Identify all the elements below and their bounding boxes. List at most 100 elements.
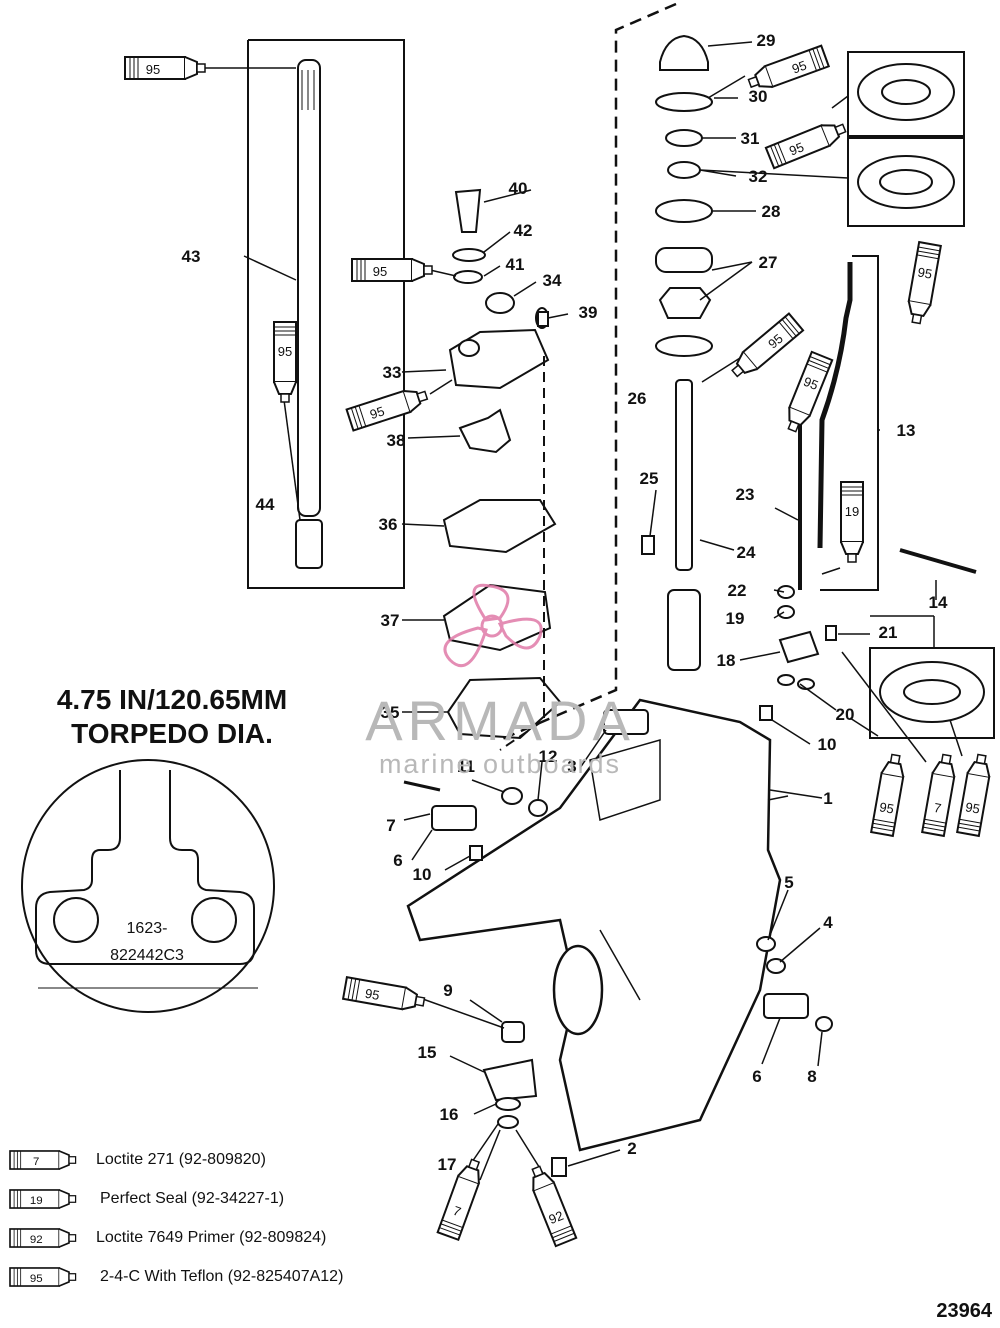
legend-tube-icon: 7	[9, 1150, 77, 1170]
callout-15: 15	[418, 1043, 437, 1062]
legend-item: Loctite 7649 Primer (92-809824)	[80, 1226, 326, 1250]
sealant-tube-icon: 92	[524, 1162, 578, 1248]
tube-label: 7	[451, 1203, 463, 1220]
legend-text: Loctite 7649 Primer (92-809824)	[96, 1229, 327, 1246]
bearing-inset-top	[847, 51, 965, 227]
callout-6b: 6	[752, 1067, 761, 1086]
sealant-tube-icon: 95	[956, 752, 994, 837]
callout-13: 13	[897, 421, 916, 440]
legend-item: 2-4-C With Teflon (92-825407A12)	[84, 1265, 343, 1289]
callout-9: 9	[443, 981, 452, 1000]
figure-number: 23964	[936, 1300, 992, 1322]
tube-label: 95	[964, 799, 981, 816]
watermark: ARMADA marine outboards	[350, 692, 650, 779]
callout-4: 4	[823, 913, 833, 932]
legend-text: Perfect Seal (92-34227-1)	[100, 1190, 285, 1207]
callout-24: 24	[737, 543, 756, 562]
callout-11: 11	[457, 757, 475, 776]
legend-text: 2-4-C With Teflon (92-825407A12)	[100, 1268, 344, 1285]
sealant-tube-icon: 95	[745, 44, 830, 95]
sealant-tube-icon: 95	[780, 350, 834, 436]
callout-34: 34	[543, 271, 562, 290]
sealant-tube-icon: 95	[870, 752, 908, 837]
callout-5: 5	[784, 873, 793, 892]
tube-label: 95	[801, 374, 820, 393]
legend-tube-icon: 92	[9, 1228, 77, 1248]
callout-43: 43	[182, 247, 201, 266]
sealant-tube-icon: 95	[351, 258, 433, 282]
callout-26: 26	[628, 389, 647, 408]
callout-28: 28	[762, 202, 781, 221]
torpedo-diameter-title: 4.75 IN/120.65MM TORPEDO DIA.	[22, 683, 322, 751]
svg-text:19: 19	[30, 1195, 43, 1207]
callout-35: 35	[381, 703, 400, 722]
sealant-tube-icon: 95	[726, 312, 805, 383]
svg-text:7: 7	[33, 1156, 39, 1168]
legend-tube-icon: 95	[9, 1267, 77, 1287]
sealant-tube-icon: 7	[921, 752, 959, 837]
tube-label: 95	[878, 799, 895, 816]
callout-6a: 6	[393, 851, 402, 870]
callout-10b: 10	[818, 735, 837, 754]
sealant-tube-icon: 95	[764, 116, 850, 170]
callout-numbers: 1 2 3 4 5 6 6 7 8 9 10 10 11 12 13 14 15…	[182, 31, 948, 1174]
tube-label: 95	[787, 139, 806, 158]
callout-16: 16	[440, 1105, 459, 1124]
bearing-inset-bottom	[869, 647, 995, 739]
gear-housing	[406, 698, 782, 1152]
callout-17: 17	[438, 1155, 457, 1174]
tube-label: 95	[916, 264, 933, 281]
small-parts	[403, 311, 977, 1177]
callout-38: 38	[387, 431, 406, 450]
pinion-shaft-parts	[641, 34, 713, 671]
leader-lines	[243, 41, 937, 1167]
callout-29: 29	[757, 31, 776, 50]
plate-text-line1: 1623-	[127, 920, 168, 937]
callout-2: 2	[627, 1139, 636, 1158]
sealant-tube-icon: 7	[436, 1156, 487, 1241]
sealant-tube-icon: 19	[840, 481, 864, 563]
tube-label: 7	[933, 800, 943, 816]
callout-40: 40	[509, 179, 528, 198]
legend-tube-icon: 19	[9, 1189, 77, 1209]
tube-label: 19	[845, 504, 859, 519]
title-line-2: TORPEDO DIA.	[71, 718, 273, 749]
callout-44: 44	[256, 495, 275, 514]
callout-32: 32	[749, 167, 768, 186]
callout-41: 41	[506, 255, 525, 274]
callout-3: 3	[567, 757, 576, 776]
legend-item: Loctite 271 (92-809820)	[80, 1148, 266, 1172]
sealant-tube-icon: 95	[273, 321, 297, 403]
title-line-1: 4.75 IN/120.65MM	[56, 684, 288, 715]
sealant-tube-icon: 95	[345, 383, 431, 432]
driveshaft-dashed-line	[499, 2, 677, 742]
callout-30: 30	[749, 87, 768, 106]
callout-7: 7	[386, 816, 395, 835]
callout-37: 37	[381, 611, 400, 630]
callout-42: 42	[514, 221, 533, 240]
callout-12: 12	[539, 747, 558, 766]
callout-27: 27	[759, 253, 778, 272]
callout-23: 23	[736, 485, 755, 504]
tube-label: 95	[368, 403, 386, 422]
legend-text: Loctite 271 (92-809820)	[96, 1151, 266, 1168]
tube-group: 95 95 95 95 95 95 95 95 19 95 7 95 95 7 …	[124, 44, 994, 1248]
sealant-tube-icon: 95	[342, 976, 427, 1014]
callout-22: 22	[728, 581, 747, 600]
tube-label: 95	[146, 62, 160, 77]
legend-tubes: 7 19 92 95	[9, 1150, 77, 1287]
tube-label: 95	[364, 986, 381, 1003]
legend-item: Perfect Seal (92-34227-1)	[84, 1187, 284, 1211]
water-pump-parts	[442, 188, 562, 740]
shift-rod-box	[798, 255, 879, 591]
callout-39: 39	[579, 303, 598, 322]
watermark-logo	[443, 583, 543, 668]
callout-21: 21	[879, 623, 898, 642]
tube-label: 95	[373, 264, 387, 279]
callout-18: 18	[717, 651, 736, 670]
svg-text:95: 95	[30, 1273, 43, 1285]
tube-label: 95	[278, 344, 292, 359]
callout-8: 8	[807, 1067, 816, 1086]
pump-dashed-line	[499, 356, 545, 751]
tube-label: 92	[547, 1208, 566, 1227]
